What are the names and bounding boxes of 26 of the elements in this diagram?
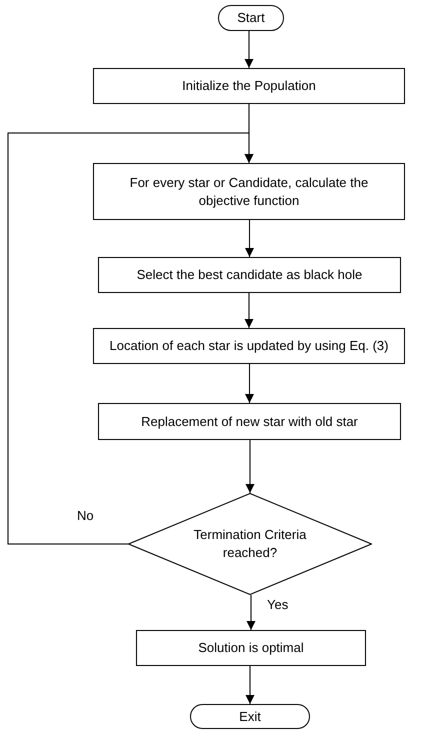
node-text: Exit (239, 708, 261, 726)
arrow (8, 132, 254, 544)
arrow (246, 594, 256, 630)
node-text: Replacement of new star with old star (141, 412, 358, 430)
node-text: Solution is optimal (198, 639, 304, 657)
process-box (136, 630, 366, 666)
node-text: Location of each star is updated by using Eq. (3) (110, 337, 388, 355)
arrow (244, 30, 254, 68)
arrow (245, 364, 254, 404)
node-text: Select the best candidate as black hole (136, 266, 362, 284)
process-box (98, 257, 401, 293)
node-text: Termination Criteria reached? (192, 526, 308, 562)
process-box (93, 328, 405, 364)
decision-diamond (128, 493, 372, 595)
node-text: Start (237, 9, 265, 27)
arrow (245, 220, 254, 258)
process-box (93, 163, 405, 220)
arrow (244, 292, 254, 328)
edge-label: Yes (265, 597, 290, 612)
process-box (98, 403, 401, 440)
arrow (246, 440, 254, 494)
node-text: For every star or Candidate, calculate the objective function (128, 174, 370, 210)
process-box (93, 68, 405, 104)
edge-label: No (75, 508, 96, 523)
arrow (246, 666, 254, 704)
node-text: Initialize the Population (182, 77, 316, 95)
